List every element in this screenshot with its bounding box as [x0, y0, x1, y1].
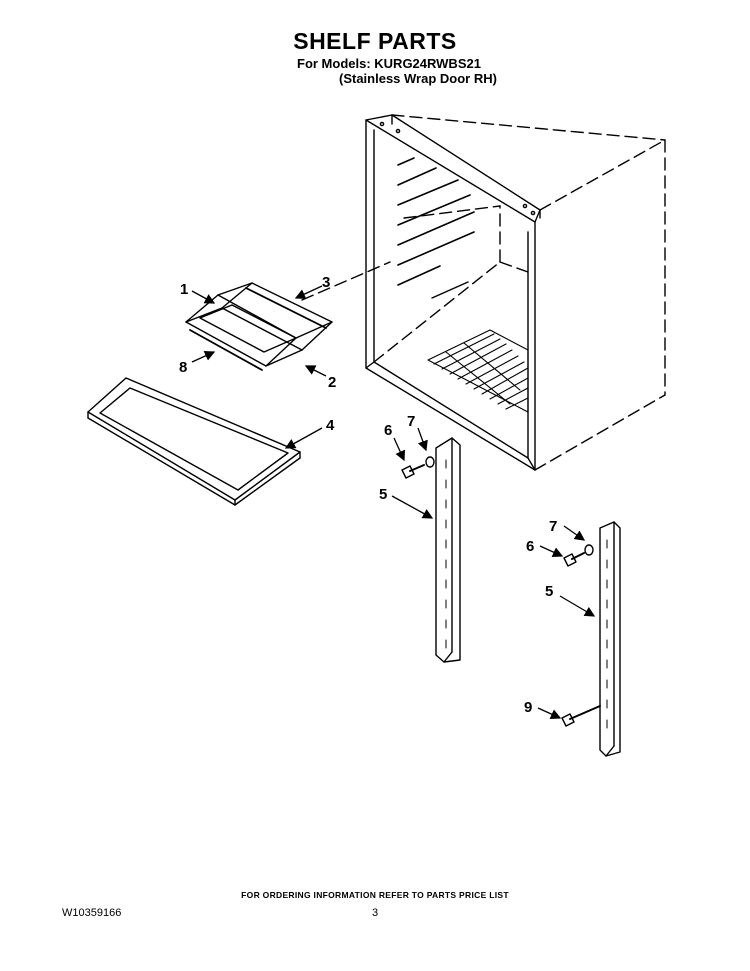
model-variant: (Stainless Wrap Door RH)	[339, 71, 497, 86]
document-number: W10359166	[62, 907, 122, 919]
bottom-screw	[561, 705, 601, 727]
ordering-note: FOR ORDERING INFORMATION REFER TO PARTS …	[241, 890, 509, 900]
leader-lines	[191, 285, 596, 719]
callout-5-right: 5	[545, 583, 553, 600]
callout-7-right: 7	[549, 518, 557, 535]
callout-6-right: 6	[526, 538, 534, 555]
left-screw-and-washer	[401, 456, 435, 479]
page-number: 3	[372, 907, 379, 919]
callout-4: 4	[326, 417, 335, 434]
page-title: SHELF PARTS	[293, 28, 457, 54]
shelf-frame	[87, 377, 301, 506]
callout-6-left: 6	[384, 422, 392, 439]
right-shelf-support	[599, 521, 621, 757]
cabinet-liner	[365, 114, 666, 471]
callout-3: 3	[322, 274, 330, 291]
callout-1: 1	[180, 281, 188, 298]
callout-9: 9	[524, 699, 532, 716]
shelf-assembly	[185, 261, 391, 371]
model-line: For Models: KURG24RWBS21	[297, 56, 481, 71]
right-screw-and-washer	[563, 544, 594, 567]
callout-7-left: 7	[407, 413, 415, 430]
left-shelf-support	[435, 437, 461, 663]
callout-2: 2	[328, 374, 336, 391]
callout-5-left: 5	[379, 486, 387, 503]
callout-8: 8	[179, 359, 187, 376]
